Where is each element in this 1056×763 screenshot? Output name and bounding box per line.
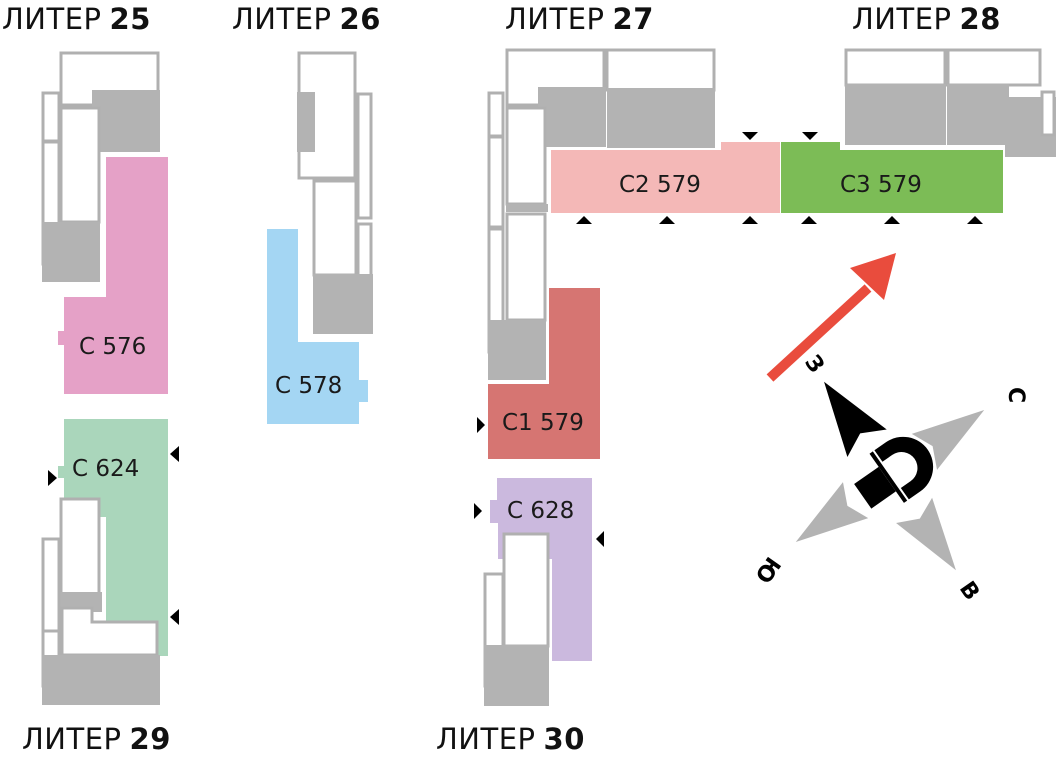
entrance-marker [596,531,604,547]
entrance-marker [48,470,57,486]
entrance-marker [170,609,179,625]
compass-rose [795,381,985,571]
section-c1579-label: С1 579 [502,410,584,436]
section-c578[interactable]: С 578 [267,229,368,424]
compass-center-logo-icon [854,436,934,509]
liter-prefix: ЛИТЕР [436,722,536,756]
liter-30-building [483,532,550,706]
section-c2579-area[interactable] [551,142,780,213]
section-c1579[interactable]: С1 579 [488,288,600,459]
entrance-marker [742,216,758,224]
section-c628[interactable]: С 628 [490,478,592,661]
entrance-marker [576,216,592,224]
entrance-marker [884,216,900,224]
liter-28-building [844,48,1056,157]
section-c628-label: С 628 [507,498,574,524]
compass-east-point-icon [911,410,985,470]
entrance-marker [477,417,485,433]
section-c576-area[interactable] [58,157,168,394]
entrance-marker [170,446,179,462]
entrance-marker [967,216,983,224]
compass-north-point-icon [824,381,887,457]
section-c3579-area[interactable] [781,142,1003,213]
compass-label-east: В [954,577,984,605]
liter-number: 30 [543,722,585,756]
liter-25-building [41,51,160,282]
compass-label-north: С [1003,387,1028,403]
entrance-marker [742,132,758,140]
section-c3579-label: С3 579 [840,172,922,198]
compass-south-point-icon [896,497,956,571]
direction-arrow-icon [766,253,896,382]
liter-27-building [487,48,716,380]
section-c628-area[interactable] [490,478,592,661]
section-c624-area[interactable] [58,419,168,656]
liter-prefix: ЛИТЕР [505,2,605,36]
section-c1579-area[interactable] [488,288,600,459]
section-c624[interactable]: С 624 [58,419,168,656]
liter-prefix: ЛИТЕР [22,722,122,756]
compass-label-south: Ю [749,552,784,587]
liter-26-building [297,51,373,334]
section-c578-label: С 578 [275,373,342,399]
section-c578-area[interactable] [267,229,368,424]
section-c624-label: С 624 [72,456,139,482]
compass-west-point-icon [795,482,869,542]
liter-prefix: ЛИТЕР [2,2,102,36]
entrance-marker [802,132,818,140]
liter-number: 25 [109,2,151,36]
liter-number: 27 [612,2,654,36]
section-c3579[interactable]: С3 579 [781,142,1003,213]
entrance-marker [801,216,817,224]
entrance-marker [474,503,482,519]
liter-prefix: ЛИТЕР [232,2,332,36]
liter-number: 28 [959,2,1001,36]
section-c2579[interactable]: С2 579 [551,142,780,213]
section-c576[interactable]: С 576 [58,157,168,394]
liter-prefix: ЛИТЕР [852,2,952,36]
section-c2579-label: С2 579 [619,172,701,198]
liter-number: 29 [129,722,171,756]
entrance-marker [659,216,675,224]
liter-number: 26 [339,2,381,36]
compass-label-west: З [799,351,828,378]
section-c576-label: С 576 [79,334,146,360]
liter-29-building [41,497,160,705]
